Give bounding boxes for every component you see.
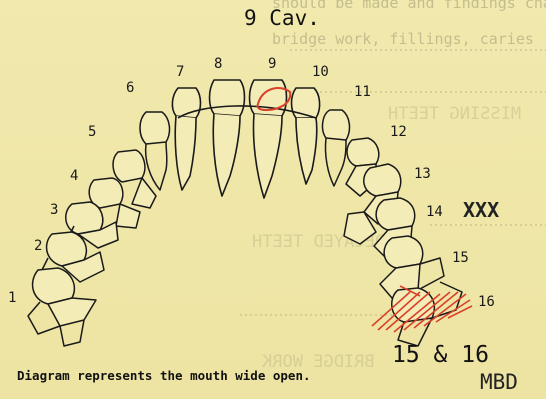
- tooth-label-6: 6: [126, 80, 134, 96]
- strike-mark: XXX: [463, 198, 499, 222]
- tooth-label-2: 2: [34, 238, 42, 254]
- tooth-label-5: 5: [88, 124, 96, 140]
- tooth-label-4: 4: [70, 168, 78, 184]
- diagram-caption: Diagram represents the mouth wide open.: [17, 368, 311, 383]
- tooth-label-11: 11: [354, 84, 371, 100]
- tooth-label-13: 13: [414, 166, 431, 182]
- tooth-label-10: 10: [312, 64, 329, 80]
- tooth-6: [140, 112, 169, 144]
- tooth-label-9: 9: [268, 56, 276, 72]
- tooth-8: [210, 80, 245, 116]
- tooth-label-14: 14: [426, 204, 443, 220]
- tooth-label-16: 16: [478, 294, 495, 310]
- missing-teeth-note: 15 & 16: [392, 342, 489, 368]
- tooth-12: [347, 138, 379, 166]
- tooth-9-root: [253, 114, 282, 198]
- tooth-7-root: [175, 116, 196, 190]
- tooth-label-1: 1: [8, 290, 16, 306]
- tooth-3: [66, 202, 103, 234]
- tooth-15: [384, 236, 423, 268]
- tooth-10: [292, 88, 320, 118]
- tooth-label-12: 12: [390, 124, 407, 140]
- tooth-label-8: 8: [214, 56, 222, 72]
- examiner-initials: MBD: [480, 370, 518, 394]
- tooth-label-15: 15: [452, 250, 469, 266]
- tooth-5: [113, 150, 145, 182]
- tooth-10-root: [296, 118, 317, 184]
- tooth-8-root: [213, 114, 240, 196]
- tooth-label-7: 7: [176, 64, 184, 80]
- tooth-label-3: 3: [50, 202, 58, 218]
- tooth-14: [376, 198, 415, 230]
- tooth-11: [323, 110, 350, 140]
- tooth-13: [364, 164, 401, 196]
